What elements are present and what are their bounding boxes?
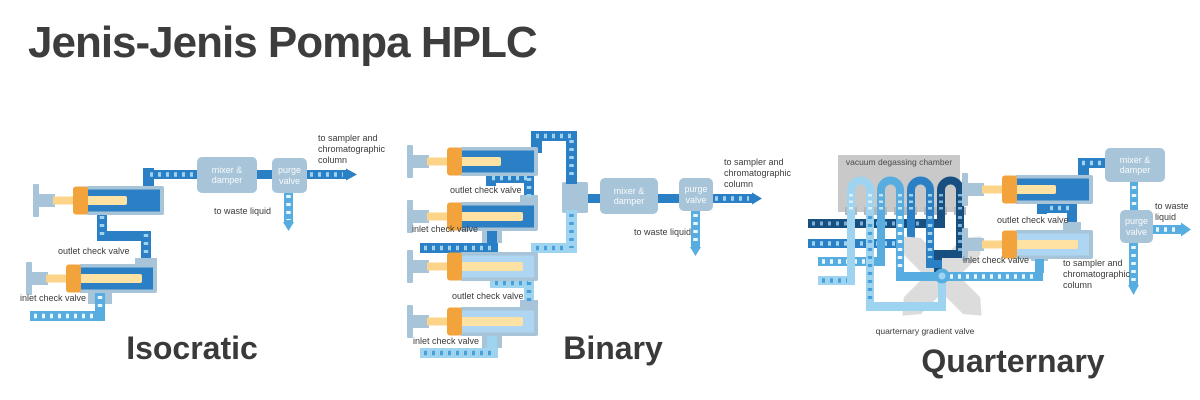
- piston-pump-icon: [407, 145, 538, 178]
- bin-dark-channel-tubes: [420, 131, 577, 254]
- to-sampler-label: to sampler and chromatographic column: [724, 157, 792, 189]
- bin-light-channel-tubes: [420, 210, 577, 358]
- outlet-check-valve-label: outlet check valve: [450, 185, 522, 195]
- mixer-damper-label: mixer & damper: [1119, 154, 1151, 175]
- degasser-down-legs: [847, 212, 945, 285]
- iso-inlet-tube: [30, 291, 112, 321]
- inlet-check-valve-label: inlet check valve: [412, 224, 479, 234]
- quarternary-title: Quarternary: [921, 343, 1105, 379]
- isocratic-diagram: mixer & damper purge valve outlet check …: [0, 110, 400, 400]
- purge-valve-box: purge valve: [272, 158, 307, 193]
- purge-valve-label: purge valve: [1124, 216, 1149, 237]
- outlet-check-valve-body: [1063, 222, 1081, 230]
- quarternary-schematic: [808, 155, 1191, 316]
- iso-main-flow-tube: [143, 168, 357, 231]
- piston-pump-icon: [33, 184, 164, 217]
- quarternary-diagram: mixer & damper purge valve vacuum degass…: [800, 110, 1200, 400]
- outlet-check-valve-body: [520, 300, 538, 308]
- iso-interpump-tube: [97, 213, 157, 267]
- binary-title: Binary: [563, 330, 663, 366]
- isocratic-title: Isocratic: [126, 330, 258, 366]
- mixer-damper-label: mixer & damper: [613, 185, 645, 206]
- gradient-valve-label: quarternary gradient valve: [875, 326, 975, 336]
- degasser-coil: [877, 176, 904, 212]
- outlet-check-valve-body: [520, 195, 538, 203]
- outlet-check-valve-label: outlet check valve: [452, 291, 524, 301]
- piston-pump-icon: [26, 262, 157, 295]
- outlet-check-valve-label: outlet check valve: [997, 215, 1069, 225]
- bin-output-tube: [588, 192, 762, 256]
- degasser-coil: [937, 176, 964, 212]
- inlet-check-valve-label: inlet check valve: [963, 255, 1030, 265]
- mixer-damper-box: mixer & damper: [197, 157, 257, 193]
- purge-valve-box: purge valve: [1120, 210, 1153, 243]
- isocratic-schematic: [26, 168, 357, 321]
- mixer-damper-label: mixer & damper: [211, 164, 243, 185]
- mixer-damper-box: mixer & damper: [600, 178, 658, 214]
- outlet-check-valve-body: [135, 258, 157, 267]
- inlet-check-valve-label: inlet check valve: [20, 293, 87, 303]
- mixer-damper-box: mixer & damper: [1105, 148, 1165, 182]
- to-sampler-label: to sampler and chromatographic column: [1063, 258, 1131, 290]
- piston-pump-icon: [962, 173, 1093, 206]
- inlet-check-valve-label: inlet check valve: [413, 336, 480, 346]
- purge-valve-box: purge valve: [679, 178, 713, 211]
- degasser-coil: [907, 176, 934, 212]
- piston-pump-icon: [407, 250, 538, 283]
- gradient-valve-tubes: [866, 212, 1043, 311]
- to-sampler-label: to sampler and chromatographic column: [318, 133, 386, 165]
- vacuum-degassing-chamber: [838, 155, 966, 215]
- purge-valve-label: purge valve: [277, 165, 302, 186]
- binary-schematic: [407, 131, 762, 358]
- binary-diagram: mixer & damper purge valve outlet check …: [400, 110, 800, 400]
- mixer-purge-tubes: [1128, 182, 1191, 295]
- junction-block: [562, 182, 588, 213]
- to-waste-label: to waste liquid: [634, 227, 692, 237]
- to-waste-label: to waste liquid: [1155, 201, 1189, 222]
- degasser-coil: [847, 176, 874, 212]
- piston-pump-icon: [407, 305, 538, 338]
- outlet-check-valve-label: outlet check valve: [58, 246, 130, 256]
- page-title: Jenis-Jenis Pompa HPLC: [28, 18, 538, 67]
- purge-valve-label: purge valve: [684, 184, 708, 205]
- degasser-chamber-label: vacuum degassing chamber: [845, 157, 953, 167]
- to-waste-label: to waste liquid: [214, 206, 272, 216]
